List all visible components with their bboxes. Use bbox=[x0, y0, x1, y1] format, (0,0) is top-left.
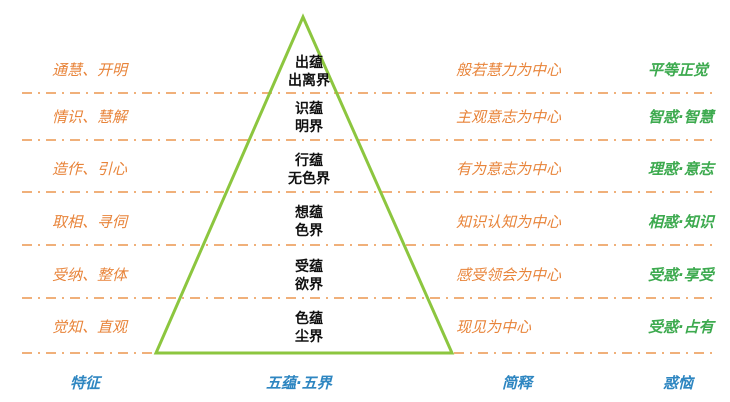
level-row-4: 取相、寻伺 知识认知为中心 相惑·知识 bbox=[0, 210, 730, 234]
aggregate-label-2: 识蕴 明界 bbox=[269, 100, 349, 136]
trait-text: 受纳、整体 bbox=[52, 266, 128, 284]
explanation-text: 感受领会为中心 bbox=[456, 266, 562, 284]
aggregate-name: 出蕴 bbox=[295, 55, 323, 71]
level-row-1: 通慧、开明 般若慧力为中心 平等正觉 bbox=[0, 58, 730, 82]
affliction-text: 受惑·享受 bbox=[648, 266, 714, 284]
affliction-text: 平等正觉 bbox=[648, 61, 709, 79]
affliction-text: 理惑·意志 bbox=[648, 160, 714, 178]
trait-text: 造作、引心 bbox=[52, 160, 128, 178]
aggregate-label-5: 受蕴 欲界 bbox=[269, 258, 349, 294]
realm-name: 出离界 bbox=[288, 73, 330, 89]
explanation-text: 般若慧力为中心 bbox=[456, 61, 562, 79]
footer-affliction-label: 惑恼 bbox=[663, 374, 694, 392]
level-row-3: 造作、引心 有为意志为中心 理惑·意志 bbox=[0, 157, 730, 181]
aggregate-label-4: 想蕴 色界 bbox=[269, 204, 349, 240]
affliction-text: 相惑·知识 bbox=[648, 213, 714, 231]
realm-name: 无色界 bbox=[288, 171, 330, 187]
footer-explanation-label: 简释 bbox=[502, 374, 533, 392]
explanation-text: 有为意志为中心 bbox=[456, 160, 562, 178]
level-row-6: 觉知、直观 现见为中心 受惑·占有 bbox=[0, 315, 730, 339]
aggregate-label-1: 出蕴 出离界 bbox=[269, 54, 349, 90]
aggregate-name: 想蕴 bbox=[295, 205, 323, 221]
realm-name: 欲界 bbox=[295, 277, 323, 293]
footer-traits-label: 特征 bbox=[70, 374, 101, 392]
aggregate-name: 识蕴 bbox=[295, 101, 323, 117]
aggregate-name: 行蕴 bbox=[295, 153, 323, 169]
aggregate-label-3: 行蕴 无色界 bbox=[269, 152, 349, 188]
explanation-text: 主观意志为中心 bbox=[456, 108, 562, 126]
aggregate-label-6: 色蕴 尘界 bbox=[269, 310, 349, 346]
level-row-2: 情识、慧解 主观意志为中心 智惑·智慧 bbox=[0, 105, 730, 129]
affliction-text: 受惑·占有 bbox=[648, 318, 714, 336]
level-row-5: 受纳、整体 感受领会为中心 受惑·享受 bbox=[0, 263, 730, 287]
realm-name: 明界 bbox=[295, 119, 323, 135]
affliction-text: 智惑·智慧 bbox=[648, 108, 714, 126]
trait-text: 取相、寻伺 bbox=[52, 213, 128, 231]
trait-text: 觉知、直观 bbox=[52, 318, 128, 336]
trait-text: 情识、慧解 bbox=[52, 108, 128, 126]
realm-name: 尘界 bbox=[295, 329, 323, 345]
trait-text: 通慧、开明 bbox=[52, 61, 128, 79]
pyramid-triangle bbox=[153, 13, 455, 355]
explanation-text: 知识认知为中心 bbox=[456, 213, 562, 231]
aggregate-name: 受蕴 bbox=[295, 259, 323, 275]
footer-center-label: 五蕴·五界 bbox=[266, 374, 332, 392]
realm-name: 色界 bbox=[295, 223, 323, 239]
aggregate-name: 色蕴 bbox=[295, 311, 323, 327]
explanation-text: 现见为中心 bbox=[456, 318, 532, 336]
